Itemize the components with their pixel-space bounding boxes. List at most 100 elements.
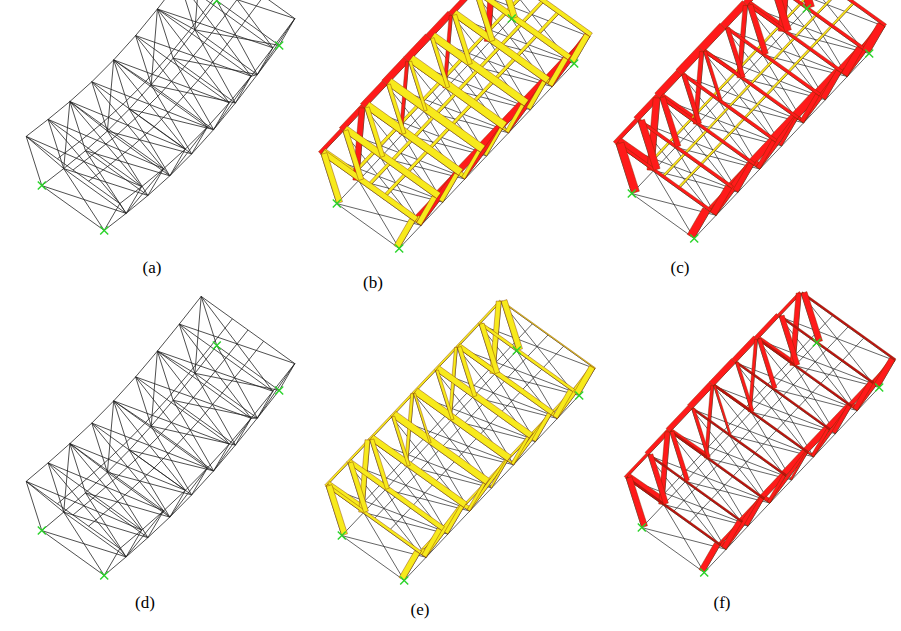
force-diagram <box>370 439 390 490</box>
truss-member <box>86 493 148 538</box>
truss-member <box>126 538 148 557</box>
force-diagram <box>490 460 507 488</box>
force-diagram <box>409 61 428 111</box>
support-symbol <box>570 59 578 67</box>
force-diagram <box>343 130 364 181</box>
force-diagram <box>714 384 809 453</box>
force-diagram <box>726 28 746 79</box>
force-diagram <box>655 70 682 98</box>
support-symbol <box>628 190 636 198</box>
force-diagram <box>660 97 681 148</box>
truss-member <box>129 85 151 109</box>
truss-member <box>26 136 42 185</box>
truss-member <box>107 131 169 176</box>
force-diagram <box>726 26 821 96</box>
force-diagram <box>687 208 710 239</box>
support-symbol <box>38 527 46 535</box>
truss-member <box>235 418 257 445</box>
truss-model <box>613 0 886 242</box>
force-diagram <box>501 300 522 351</box>
force-diagram <box>365 107 385 158</box>
truss-member <box>26 481 64 512</box>
force-diagram <box>392 416 411 466</box>
force-diagram <box>745 497 764 526</box>
force-diagram <box>452 10 550 83</box>
force-diagram <box>548 57 568 86</box>
truss-member <box>201 296 217 345</box>
force-diagram <box>399 551 420 581</box>
force-diagram <box>801 292 822 343</box>
force-diagram <box>767 475 785 503</box>
truss-member <box>148 176 170 196</box>
truss-member <box>151 426 213 471</box>
force-diagram <box>830 3 853 28</box>
truss-member <box>129 109 191 154</box>
truss-member <box>136 351 158 377</box>
truss-member <box>279 19 295 46</box>
force-diagram <box>417 172 459 225</box>
truss-member <box>173 400 235 445</box>
truss-member <box>136 36 152 85</box>
force-diagram <box>743 0 769 6</box>
truss-member <box>164 149 186 169</box>
truss-member <box>179 0 195 30</box>
force-diagram <box>767 451 807 503</box>
truss-member <box>92 423 108 472</box>
truss-member <box>48 463 142 530</box>
truss-member <box>111 488 133 507</box>
truss-member <box>151 58 173 85</box>
truss-member <box>114 60 208 127</box>
force-diagram <box>553 366 595 419</box>
force-diagram <box>532 413 551 442</box>
truss-member <box>26 136 64 168</box>
support-symbol <box>395 244 403 252</box>
truss-member <box>42 531 104 576</box>
force-diagram <box>343 126 441 199</box>
truss-member <box>173 373 195 400</box>
force-diagram <box>670 431 689 482</box>
force-diagram <box>321 153 342 204</box>
truss-member <box>92 401 114 423</box>
truss-member <box>201 296 295 363</box>
truss-member <box>64 493 86 512</box>
force-diagram <box>800 94 819 123</box>
force-diagram <box>683 130 706 155</box>
force-diagram <box>736 361 831 430</box>
force-diagram <box>704 51 723 101</box>
truss-member <box>192 130 214 154</box>
panel-label: (f) <box>714 594 731 611</box>
truss-member <box>107 450 129 472</box>
truss-member <box>107 472 191 495</box>
force-diagram <box>682 73 777 143</box>
force-diagram <box>505 104 524 133</box>
force-diagram <box>648 454 668 505</box>
force-diagram <box>436 366 533 438</box>
truss-member <box>214 103 230 130</box>
support-symbol <box>100 571 108 579</box>
force-diagram <box>387 84 406 134</box>
force-diagram <box>722 520 742 549</box>
force-diagram <box>392 411 490 484</box>
support-symbol <box>513 347 521 355</box>
force-diagram <box>360 81 386 108</box>
truss-model <box>319 0 593 252</box>
force-diagram <box>365 102 463 175</box>
force-diagram <box>710 185 732 215</box>
truss-member <box>64 512 148 538</box>
truss-member <box>235 75 257 103</box>
truss-member <box>114 60 230 103</box>
panel-label: (c) <box>671 259 690 276</box>
force-diagram <box>417 196 437 226</box>
truss-member <box>86 131 108 151</box>
support-symbol <box>213 0 221 5</box>
panel-label: (e) <box>411 601 430 618</box>
truss-member <box>64 169 126 214</box>
force-diagram <box>501 301 595 369</box>
truss-member <box>70 82 92 102</box>
truss-member <box>48 102 70 120</box>
support-symbol <box>803 5 811 13</box>
truss-member <box>157 9 173 58</box>
force-diagram <box>616 142 639 194</box>
truss-member <box>257 19 295 75</box>
